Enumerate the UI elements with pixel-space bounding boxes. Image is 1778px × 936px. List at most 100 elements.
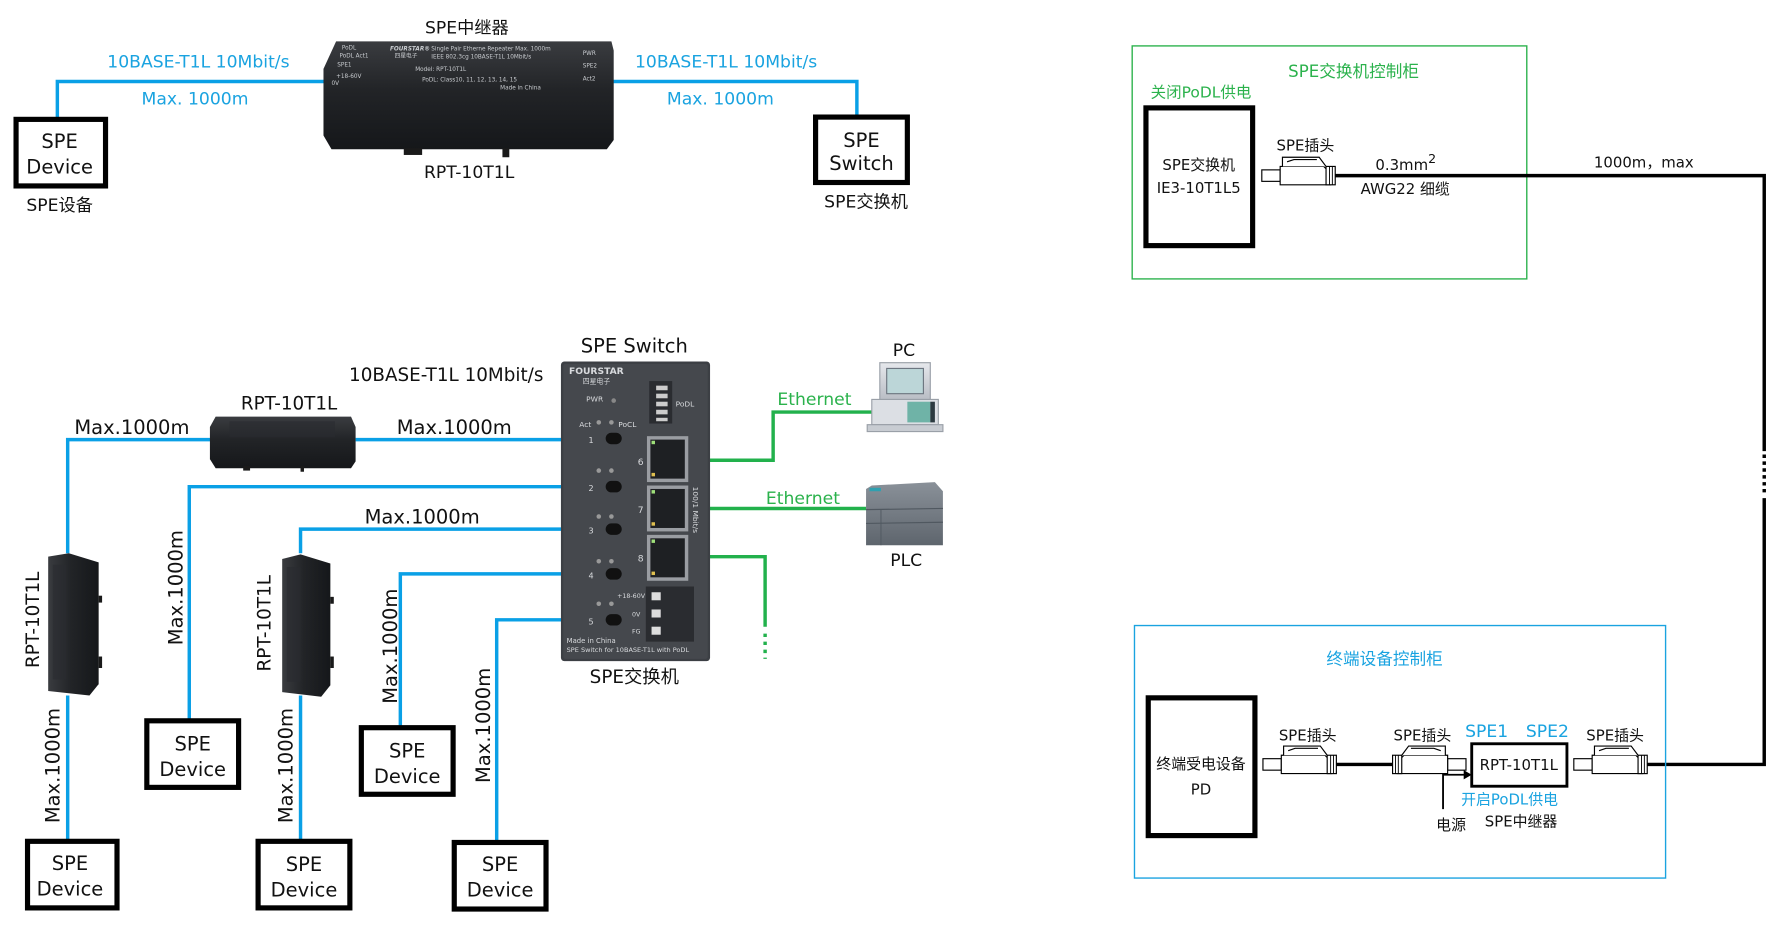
svg-text:Device: Device bbox=[159, 758, 226, 781]
svg-text:0V: 0V bbox=[632, 611, 641, 618]
cabinet-spe-plug-icon bbox=[1261, 156, 1336, 186]
switch-cabinet-title: SPE交换机控制柜 bbox=[1288, 62, 1419, 81]
plug-label-3: SPE插头 bbox=[1586, 726, 1644, 744]
svg-text:Device: Device bbox=[374, 765, 441, 788]
ethernet-port-8[interactable]: 8 bbox=[638, 534, 689, 581]
svg-text:IE3-10T1L5: IE3-10T1L5 bbox=[1157, 179, 1241, 197]
repeater-port-spe2: SPE2 bbox=[1526, 722, 1569, 742]
svg-text:+18-60V: +18-60V bbox=[336, 74, 361, 80]
svg-text:8: 8 bbox=[638, 553, 644, 564]
svg-text:SPE1: SPE1 bbox=[337, 63, 352, 69]
cable-port4 bbox=[398, 572, 606, 728]
cabinet-switch-box[interactable]: SPE交换机 IE3-10T1L5 bbox=[1143, 105, 1256, 249]
top-spe-device[interactable]: SPE Device bbox=[13, 116, 109, 189]
distance-label-v4: Max.1000m bbox=[379, 589, 402, 704]
distance-label-h2: Max.1000m bbox=[397, 416, 512, 439]
svg-text:PWR: PWR bbox=[586, 395, 603, 404]
ethernet-label-pc: Ethernet bbox=[777, 390, 851, 410]
middle-speed-label: 10BASE-T1L 10Mbit/s bbox=[349, 365, 543, 386]
spe-device-1[interactable]: SPE Device bbox=[24, 838, 120, 911]
cable-port1-left bbox=[65, 437, 213, 554]
svg-text:SPE: SPE bbox=[52, 852, 88, 875]
spe-port-5[interactable]: 5 bbox=[588, 601, 622, 626]
switch-brand: FOURSTAR bbox=[569, 366, 624, 377]
spe-device-4[interactable]: SPE Device bbox=[358, 725, 456, 797]
svg-text:0V: 0V bbox=[332, 81, 340, 87]
distance-label-h3: Max.1000m bbox=[365, 505, 480, 528]
svg-text:PoCL: PoCL bbox=[618, 420, 637, 429]
spe-switch-device[interactable]: FOURSTAR 四星电子 PWR Act PoCL PoDL 1 2 bbox=[560, 361, 711, 662]
repeater-vertical-label-1: RPT-10T1L bbox=[23, 571, 44, 668]
spe-plug-icon-1 bbox=[1262, 745, 1337, 775]
svg-text:SPE: SPE bbox=[843, 129, 879, 152]
svg-text:终端受电设备: 终端受电设备 bbox=[1156, 755, 1246, 773]
svg-text:Device: Device bbox=[271, 878, 338, 901]
svg-text:Device: Device bbox=[37, 877, 104, 900]
top-spe-device-caption: SPE设备 bbox=[26, 196, 93, 216]
spe-device-2[interactable]: SPE Device bbox=[144, 718, 242, 790]
distance-label-v2: Max.1000m bbox=[164, 530, 187, 645]
switch-cabinet-border bbox=[1131, 45, 1528, 280]
switch-cabinet-podl-note: 关闭PoDL供电 bbox=[1151, 84, 1252, 102]
spe-device-3[interactable]: SPE Device bbox=[255, 838, 353, 911]
pc-label: PC bbox=[893, 341, 915, 361]
spe-switch-caption: SPE交换机 bbox=[590, 667, 679, 688]
svg-text:6: 6 bbox=[638, 457, 644, 468]
middle-repeater-label: RPT-10T1L bbox=[241, 394, 338, 415]
ethernet-port-6[interactable]: 6 bbox=[638, 436, 689, 483]
pd-device-box[interactable]: 终端受电设备 PD bbox=[1145, 695, 1258, 839]
svg-text:SPE交换机: SPE交换机 bbox=[1162, 156, 1235, 174]
svg-text:四星电子: 四星电子 bbox=[395, 51, 418, 59]
ethernet-cable-pc bbox=[671, 410, 872, 462]
distance-label-v3: Max.1000m bbox=[275, 708, 298, 823]
svg-text:PWR: PWR bbox=[583, 51, 596, 57]
svg-text:+18-60V: +18-60V bbox=[617, 593, 646, 600]
svg-text:RPT-10T1L: RPT-10T1L bbox=[1480, 756, 1559, 774]
repeater-port-spe1: SPE1 bbox=[1465, 722, 1508, 742]
svg-text:Device: Device bbox=[26, 155, 93, 178]
cabinet-plug-label: SPE插头 bbox=[1277, 136, 1335, 154]
spe-port-4[interactable]: 4 bbox=[588, 558, 622, 581]
svg-text:SPE: SPE bbox=[41, 130, 77, 153]
top-spe-switch[interactable]: SPE Switch bbox=[813, 114, 910, 186]
svg-text:PoDL: PoDL bbox=[342, 45, 357, 51]
trunk-distance-label: 1000m，max bbox=[1594, 154, 1694, 172]
ethernet-port-7[interactable]: 7 bbox=[638, 485, 689, 532]
svg-text:SPE: SPE bbox=[482, 853, 518, 876]
svg-text:3: 3 bbox=[588, 527, 593, 536]
svg-text:1: 1 bbox=[588, 436, 593, 445]
plc-label: PLC bbox=[890, 551, 922, 571]
cable-size-label: 0.3mm2 bbox=[1375, 151, 1436, 174]
repeater-vertical-label-2: RPT-10T1L bbox=[255, 574, 276, 671]
pc-icon[interactable] bbox=[866, 362, 944, 433]
spe-port-3[interactable]: 3 bbox=[588, 514, 622, 536]
top-repeater-title: SPE中继器 bbox=[425, 18, 509, 38]
end-repeater-box[interactable]: RPT-10T1L bbox=[1470, 742, 1569, 788]
distance-label-h1: Max.1000m bbox=[74, 416, 189, 439]
svg-text:5: 5 bbox=[588, 617, 593, 626]
svg-text:Switch: Switch bbox=[829, 152, 893, 175]
svg-text:PoDL: Class10, 11, 12, 13, 14,: PoDL: Class10, 11, 12, 13, 14, 15 bbox=[422, 77, 517, 83]
plug-label-1: SPE插头 bbox=[1279, 726, 1337, 744]
svg-text:SPE: SPE bbox=[286, 853, 322, 876]
svg-text:PD: PD bbox=[1191, 780, 1211, 798]
svg-text:2: 2 bbox=[588, 484, 593, 493]
spe-device-5[interactable]: SPE Device bbox=[451, 839, 549, 912]
svg-text:IEEE 802.3cg 10BASE-T1L 10Mbit: IEEE 802.3cg 10BASE-T1L 10Mbit/s bbox=[431, 55, 531, 61]
svg-text:PoDL Act1: PoDL Act1 bbox=[340, 53, 369, 59]
svg-text:Device: Device bbox=[467, 878, 534, 901]
top-link-section: 10BASE-T1L 10Mbit/s Max. 1000m 10BASE-T1… bbox=[13, 18, 910, 216]
eth-speed-label: 100/1 Mbit/s bbox=[691, 487, 700, 533]
cable-type-label: AWG22 细缆 bbox=[1361, 180, 1450, 198]
podl-enable-note: 开启PoDL供电 bbox=[1461, 791, 1558, 809]
spe-plug-icon-3 bbox=[1573, 745, 1648, 775]
switch-topology-section: Ethernet Ethernet SPE Switch 10BASE-T1L … bbox=[23, 334, 944, 912]
repeater-caption: SPE中继器 bbox=[1485, 812, 1558, 830]
plc-icon[interactable] bbox=[866, 482, 943, 546]
svg-text:Made in China: Made in China bbox=[567, 637, 616, 645]
top-right-speed-label: 10BASE-T1L 10Mbit/s bbox=[635, 53, 817, 73]
spe-port-2[interactable]: 2 bbox=[588, 468, 622, 493]
svg-text:FOURSTAR®: FOURSTAR® bbox=[390, 47, 430, 53]
spe-port-1[interactable]: 1 bbox=[588, 420, 622, 445]
top-right-distance-label: Max. 1000m bbox=[667, 89, 774, 109]
